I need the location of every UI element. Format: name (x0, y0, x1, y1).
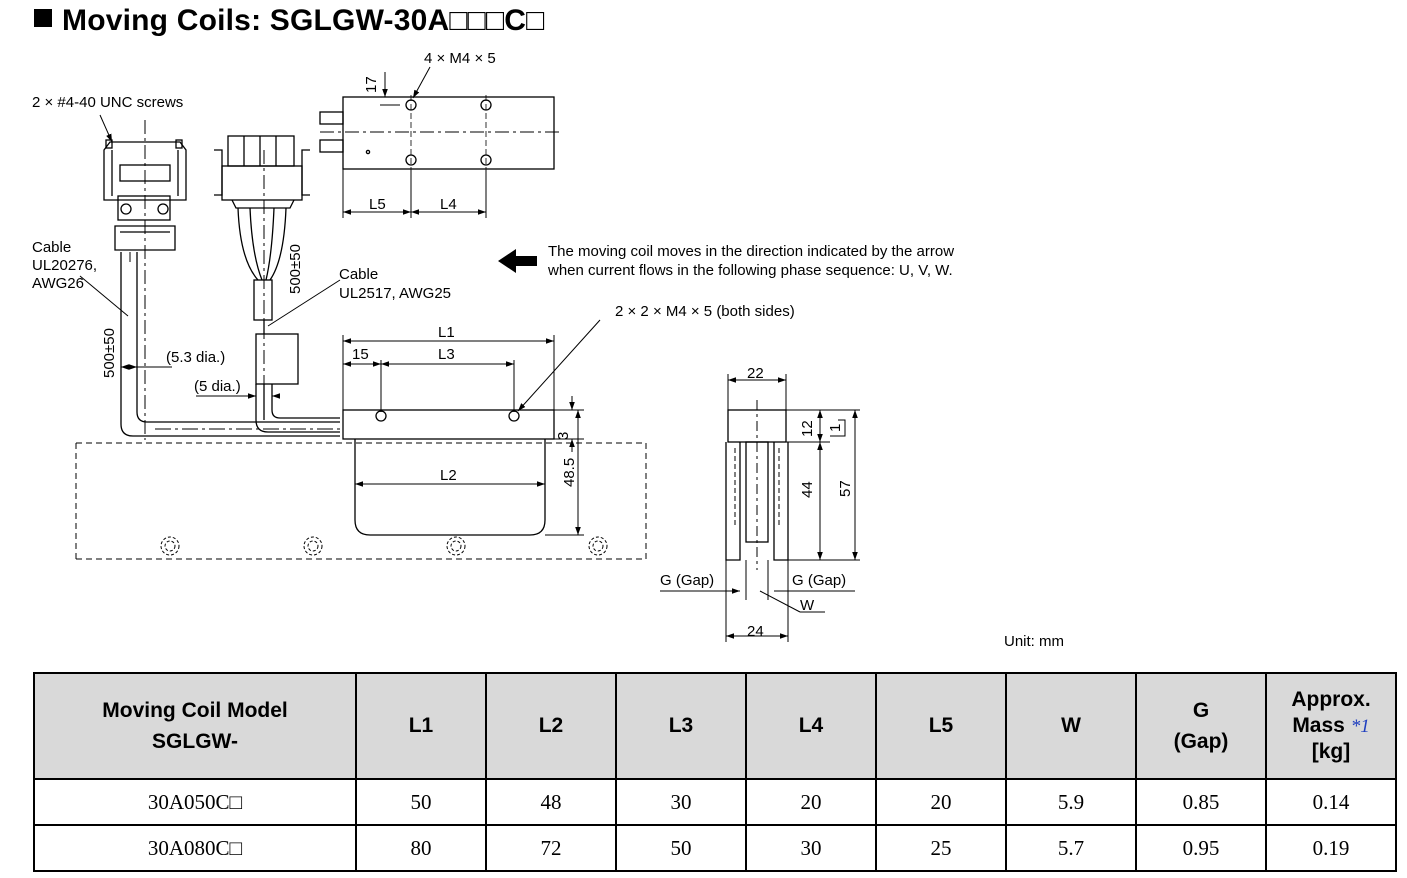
cell-g: 0.85 (1135, 778, 1267, 826)
cell-l1: 80 (355, 824, 487, 872)
cell-mass: 0.19 (1265, 824, 1397, 872)
header-l5: L5 (875, 672, 1007, 780)
cell-l5: 20 (875, 778, 1007, 826)
cell-model: 30A050C□ (33, 778, 357, 826)
label-dim-57: 57 (837, 480, 854, 497)
label-cable1-a: Cable (32, 239, 71, 256)
cell-g: 0.95 (1135, 824, 1267, 872)
cell-mass: 0.14 (1265, 778, 1397, 826)
power-connector (214, 135, 340, 433)
header-gap: G(Gap) (1135, 672, 1267, 780)
coil-side-view (75, 114, 647, 560)
label-cable2-a: Cable (339, 266, 378, 283)
label-length-1: 500±50 (101, 328, 118, 378)
page-title-text: Moving Coils: SGLGW-30A□□□C□ (62, 4, 545, 37)
label-dim-17: 17 (363, 76, 380, 93)
header-l3: L3 (615, 672, 747, 780)
label-cable1-c: AWG26 (32, 275, 84, 292)
cell-l4: 20 (745, 778, 877, 826)
header-l4: L4 (745, 672, 877, 780)
encoder-cable (120, 252, 340, 437)
label-dim-24: 24 (747, 623, 764, 640)
label-dim-22: 22 (747, 365, 764, 382)
label-dim-l1: L1 (438, 324, 455, 341)
cell-l5: 25 (875, 824, 1007, 872)
coil-end-view (660, 374, 860, 642)
dimension-drawing: 2 × #4-40 UNC screws 4 × M4 × 5 17 L5 L4… (32, 50, 1064, 650)
header-w: W (1005, 672, 1137, 780)
cell-l2: 72 (485, 824, 617, 872)
label-note-line2: when current flows in the following phas… (547, 262, 953, 279)
cell-l1: 50 (355, 778, 487, 826)
drawing-labels: 2 × #4-40 UNC screws 4 × M4 × 5 17 L5 L4… (32, 50, 1064, 650)
label-length-2: 500±50 (287, 244, 304, 294)
footnote-marker: *1 (1350, 715, 1370, 737)
header-l1: L1 (355, 672, 487, 780)
label-dim-48-5: 48.5 (561, 458, 578, 487)
page-title: Moving Coils: SGLGW-30A□□□C□ (34, 4, 544, 38)
cell-l4: 30 (745, 824, 877, 872)
label-dia-1: (5.3 dia.) (166, 349, 225, 366)
table-row: 30A080C□ 80 72 50 30 25 5.7 0.95 0.19 (33, 824, 1397, 872)
header-l2: L2 (485, 672, 617, 780)
coil-top-view (319, 66, 560, 218)
label-dim-l5: L5 (369, 196, 386, 213)
label-dim-l2: L2 (440, 467, 457, 484)
label-dim-1: 1 (827, 424, 844, 432)
encoder-connector (103, 120, 187, 440)
label-dim-l3: L3 (438, 346, 455, 363)
direction-arrow-icon (498, 249, 537, 273)
cell-l2: 48 (485, 778, 617, 826)
label-note-line1: The moving coil moves in the direction i… (548, 243, 954, 260)
label-dim-44: 44 (799, 481, 816, 498)
label-cable2-b: UL2517, AWG25 (339, 285, 451, 302)
label-dia-2: (5 dia.) (194, 378, 241, 395)
label-dim-l4: L4 (440, 196, 457, 213)
label-side-holes: 2 × 2 × M4 × 5 (both sides) (615, 303, 795, 320)
label-gap-left: G (Gap) (660, 572, 714, 589)
header-mass: Approx.Mass *1[kg] (1265, 672, 1397, 780)
label-dim-15: 15 (352, 346, 369, 363)
label-gap-right: G (Gap) (792, 572, 846, 589)
label-dim-3: 3 (555, 432, 572, 440)
label-top-holes: 4 × M4 × 5 (424, 50, 496, 67)
cell-l3: 30 (615, 778, 747, 826)
table-row: 30A050C□ 50 48 30 20 20 5.9 0.85 0.14 (33, 778, 1397, 826)
label-unit: Unit: mm (1004, 633, 1064, 650)
label-dim-12: 12 (799, 420, 816, 437)
label-screws: 2 × #4-40 UNC screws (32, 94, 183, 111)
cell-model: 30A080C□ (33, 824, 357, 872)
cell-l3: 50 (615, 824, 747, 872)
cell-w: 5.9 (1005, 778, 1137, 826)
cell-w: 5.7 (1005, 824, 1137, 872)
bullet-square-icon (34, 9, 52, 27)
label-cable1-b: UL20276, (32, 257, 97, 274)
label-dim-w: W (800, 597, 815, 614)
